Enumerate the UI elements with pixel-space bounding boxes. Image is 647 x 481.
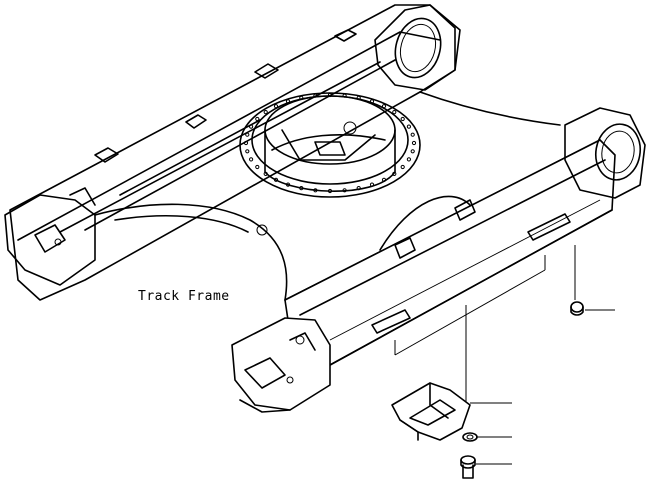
bolt-hole <box>369 182 375 187</box>
bolt-hole <box>263 110 268 115</box>
bolt-hole <box>255 164 260 170</box>
guard-part <box>391 382 471 441</box>
bolt-hole <box>299 186 304 191</box>
bolt-hole <box>406 157 411 162</box>
bolt-hole <box>411 140 417 146</box>
bolt-hole <box>299 95 304 101</box>
bolt-part <box>460 455 476 479</box>
bolt-hole <box>285 182 291 187</box>
front-side-frame <box>284 139 616 366</box>
front-idler-housing <box>564 107 646 199</box>
bolt-hole <box>356 186 361 191</box>
bolt-hole <box>327 188 333 194</box>
bolt-hole <box>249 124 254 129</box>
bolt-hole <box>313 188 318 193</box>
bolt-hole <box>263 171 268 176</box>
leader-lines <box>394 245 615 465</box>
bolt-hole <box>245 149 250 154</box>
plug-part <box>570 301 584 316</box>
bolt-hole <box>381 104 387 109</box>
bolt-hole <box>381 177 387 182</box>
washer-part <box>462 432 478 442</box>
bolt-hole <box>342 93 347 98</box>
bolt-hole <box>273 177 279 182</box>
swing-circle <box>239 92 421 198</box>
bolt-hole <box>410 149 415 154</box>
bolt-hole <box>313 93 318 98</box>
bolt-hole <box>400 116 405 122</box>
bolt-hole <box>249 157 254 162</box>
bolt-hole <box>255 116 260 122</box>
bolt-hole <box>392 171 397 176</box>
bolt-hole <box>369 99 375 104</box>
bolt-hole <box>356 95 361 101</box>
bolt-hole <box>245 132 250 137</box>
swing-circle-bolt-holes <box>243 92 417 194</box>
bolt-hole <box>327 92 333 98</box>
bolt-hole <box>406 124 411 129</box>
bolt-hole <box>400 164 405 170</box>
front-end-bracket <box>231 317 331 413</box>
bolt-hole <box>342 188 347 193</box>
bolt-hole <box>392 110 397 115</box>
bolt-hole <box>243 140 249 146</box>
bolt-hole <box>273 104 279 109</box>
track-frame-label: Track Frame <box>138 289 230 304</box>
bolt-hole <box>410 132 415 137</box>
rear-idler-housing <box>374 4 456 91</box>
bolt-hole <box>285 99 291 104</box>
